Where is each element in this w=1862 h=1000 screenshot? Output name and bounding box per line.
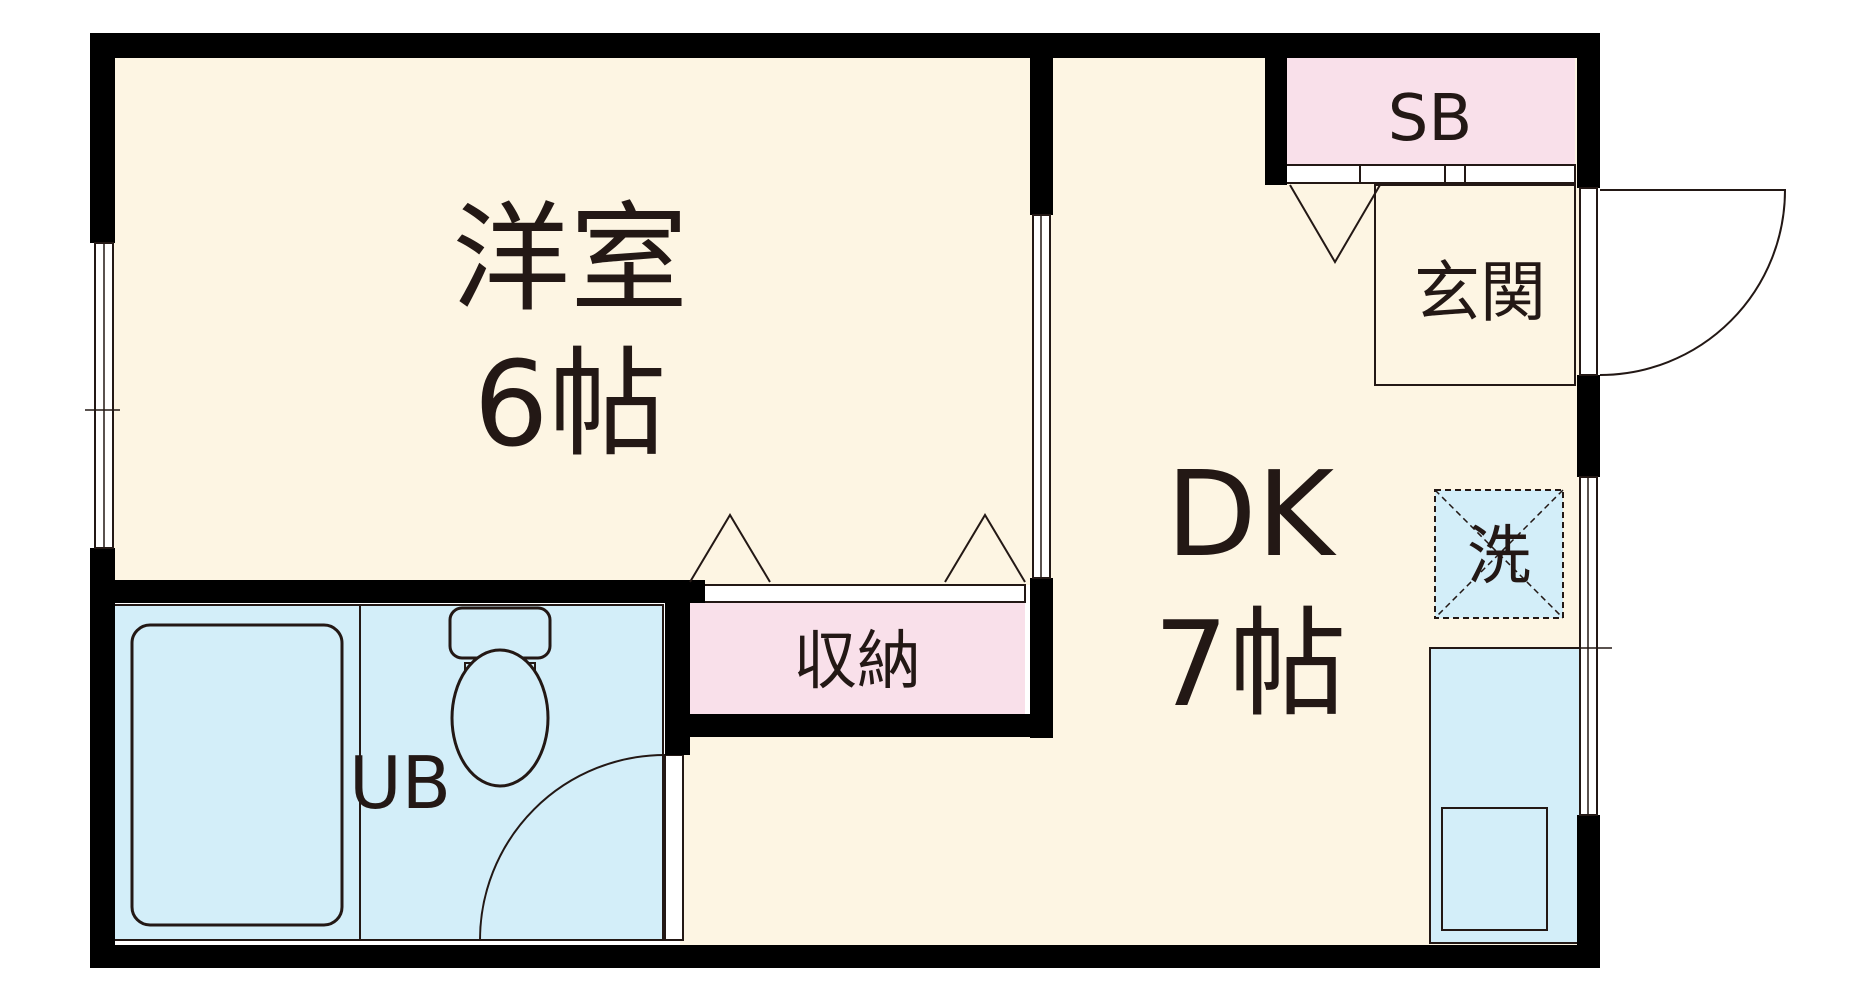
shoebox-label: SB [1388, 82, 1473, 156]
wall-right-mid [1577, 375, 1600, 477]
shoebox-fold-marker [1289, 184, 1381, 264]
entrance-door [1579, 187, 1598, 376]
wall-western-bath [90, 580, 705, 603]
storage-label: 収納 [793, 625, 921, 699]
toilet-bowl [450, 648, 550, 788]
kitchen-sink [1441, 807, 1548, 931]
storage-fold-marker-left [689, 513, 771, 583]
dk-room-name: DK [1166, 445, 1337, 583]
storage-area [690, 602, 1025, 714]
storage-door-rail [689, 584, 1026, 603]
western-room-name: 洋室 [452, 190, 688, 328]
entrance-floor [1374, 184, 1576, 386]
wall-western-dk-bottom [1030, 578, 1053, 738]
wall-bath-right [665, 580, 690, 755]
wall-right-bottom [1577, 815, 1600, 968]
storage-fold-marker-right [944, 513, 1026, 583]
wall-bottom [90, 945, 1600, 968]
shoebox-area [1285, 58, 1575, 165]
western-room-floor [105, 55, 1035, 585]
entrance-door-swing [1599, 189, 1787, 376]
bath-label: UB [349, 741, 451, 825]
shoebox-door-rail [1284, 164, 1576, 184]
wall-storage-bottom [680, 714, 1053, 737]
hall-floor [680, 735, 1040, 945]
wall-left-bottom [90, 548, 115, 968]
bathtub [130, 623, 344, 927]
wall-left-top [90, 33, 115, 243]
laundry-label: 洗 [1467, 520, 1531, 594]
wall-top-right [1265, 33, 1600, 58]
wall-sb-left [1265, 55, 1287, 185]
wall-western-dk-top [1030, 55, 1053, 215]
bath-door [664, 754, 684, 941]
wall-top-mid [1035, 33, 1285, 58]
wall-top-left [90, 33, 1055, 58]
bath-door-swing [479, 754, 666, 941]
entrance-label: 玄関 [1414, 254, 1546, 331]
dk-room-size: 7帖 [1153, 595, 1346, 733]
western-room-size: 6帖 [473, 335, 666, 473]
wall-right-top [1577, 33, 1600, 188]
